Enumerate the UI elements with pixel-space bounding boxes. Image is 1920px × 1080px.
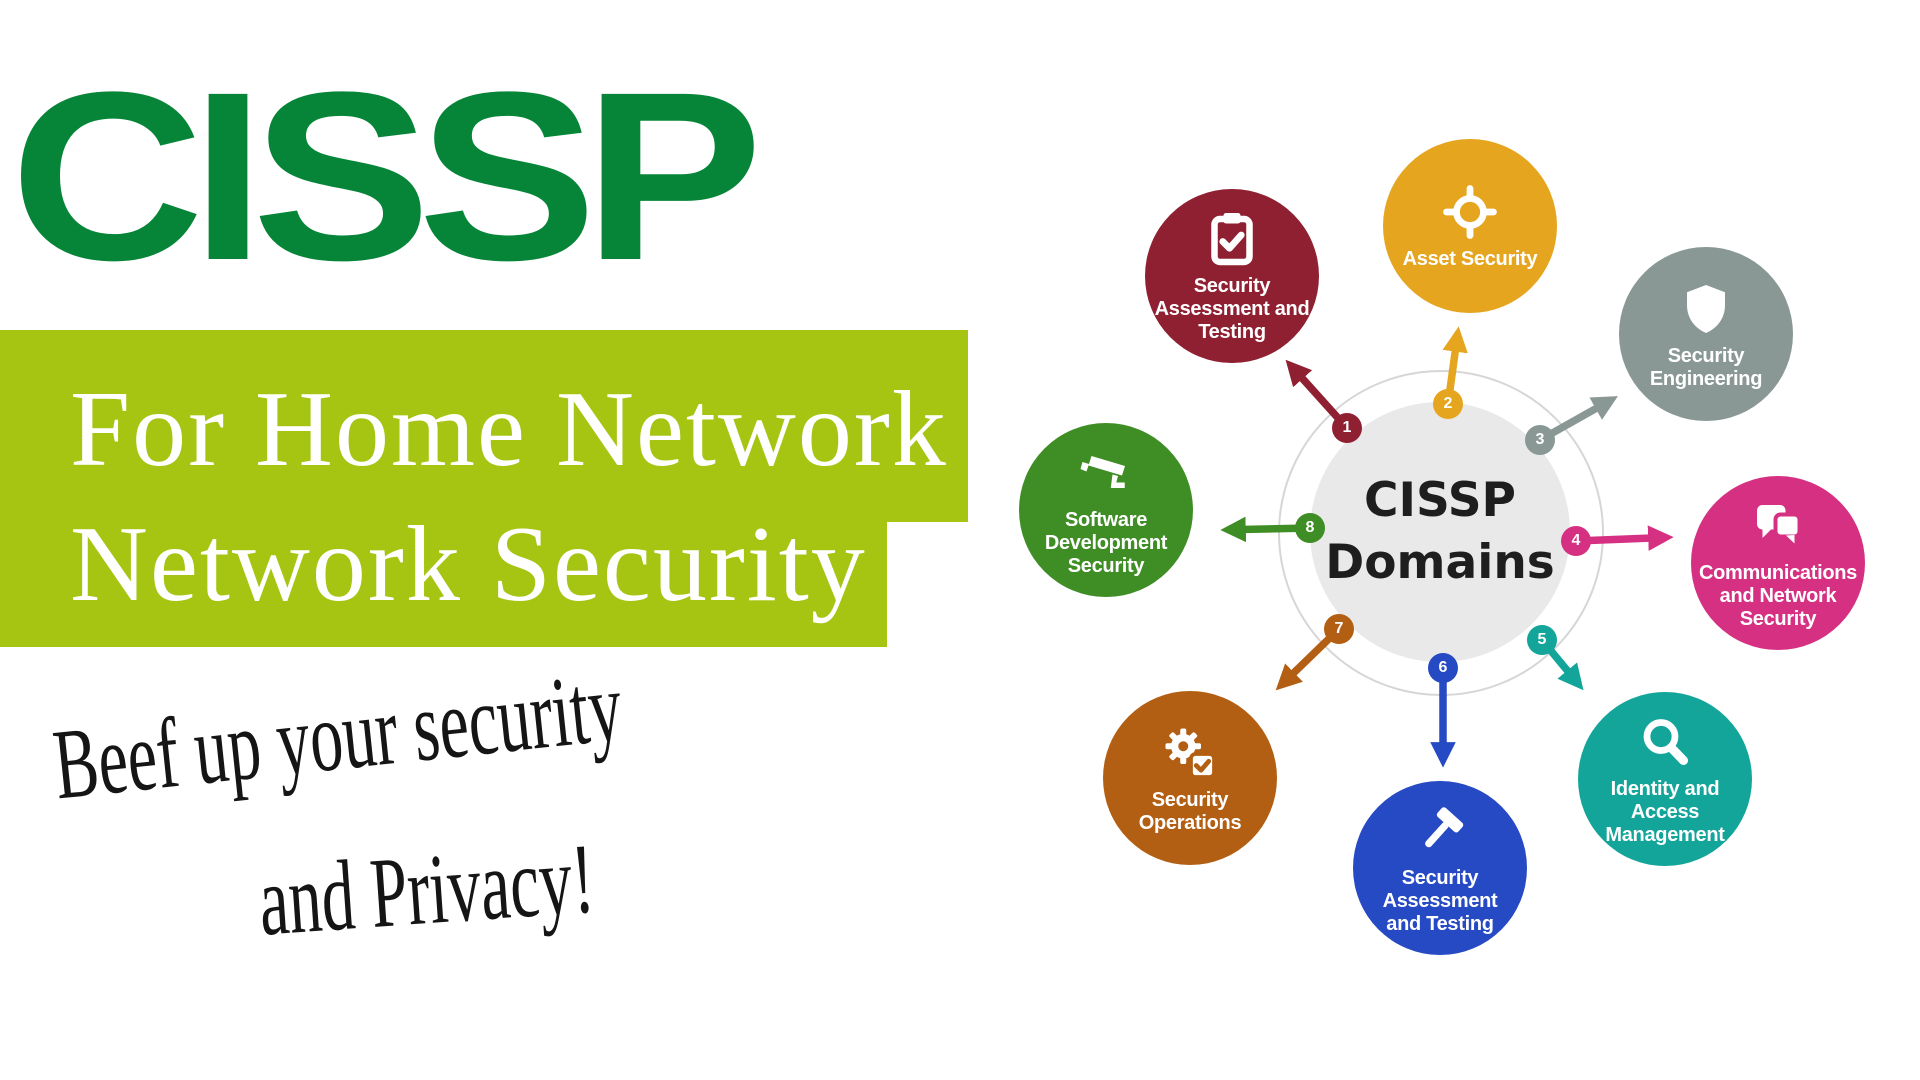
center-hub-line2: Domains: [1325, 535, 1555, 590]
number-badge-2: 2: [1433, 389, 1463, 419]
domain-circle-2: Asset Security: [1383, 139, 1557, 313]
number-badge-6: 6: [1428, 653, 1458, 683]
green-banner-top: [0, 330, 968, 522]
hammer-icon: [1410, 800, 1470, 862]
center-hub-line1: CISSP: [1363, 473, 1516, 528]
cctv-camera-icon: [1076, 442, 1136, 504]
number-badge-7: 7: [1324, 614, 1354, 644]
chat-bubbles-icon: [1748, 495, 1808, 557]
cissp-wordmark: CISSP: [10, 42, 763, 310]
number-badge-8: 8: [1295, 513, 1325, 543]
banner-title-line2: Network Security: [70, 505, 867, 624]
number-badge-1: 1: [1332, 413, 1362, 443]
clipboard-check-icon: [1202, 208, 1262, 270]
gear-check-icon: [1160, 722, 1220, 784]
crosshair-icon: [1440, 181, 1500, 243]
magnifier-icon: [1635, 711, 1695, 773]
number-badge-3: 3: [1525, 425, 1555, 455]
green-banner-bottom: [0, 522, 887, 647]
number-badge-4: 4: [1561, 526, 1591, 556]
domain-label-2: Asset Security: [1402, 248, 1538, 270]
banner-title: For Home Network Network Security: [70, 362, 948, 632]
shield-icon: [1676, 278, 1736, 340]
banner-title-line1: For Home Network: [70, 370, 948, 489]
number-badge-5: 5: [1527, 625, 1557, 655]
